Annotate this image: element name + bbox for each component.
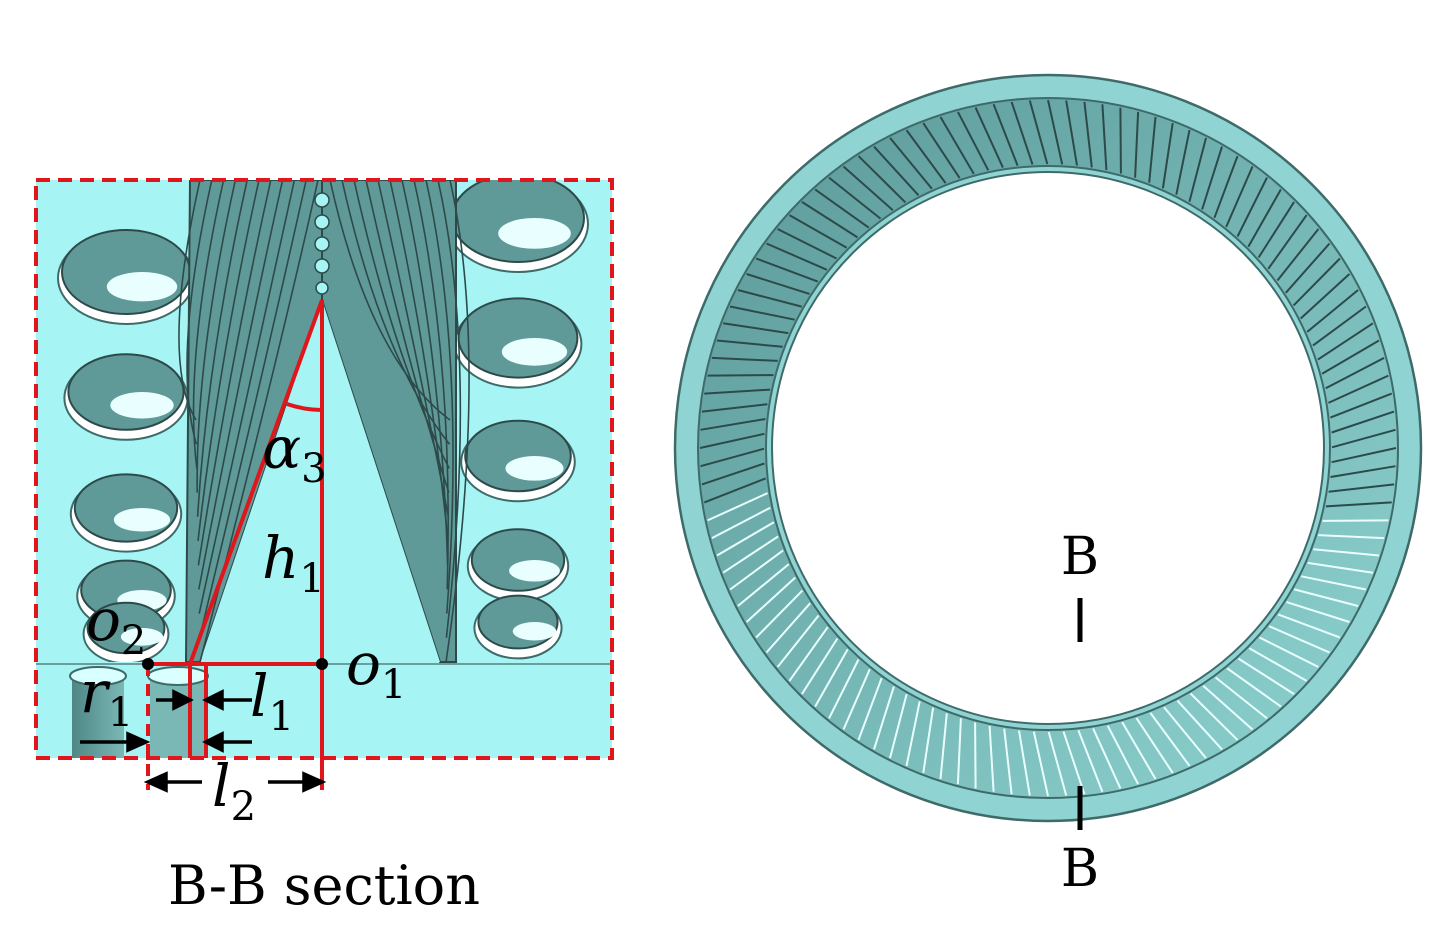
dimension-lines	[148, 299, 324, 790]
angle-arc	[286, 402, 323, 412]
section-view	[36, 180, 612, 758]
hole	[460, 419, 576, 503]
cut-face-left	[200, 300, 322, 662]
ring-view	[673, 73, 1423, 823]
hole	[453, 297, 583, 389]
o2-point	[142, 658, 154, 670]
apex-notches	[314, 192, 330, 295]
cut-mark-bottom: B	[1061, 839, 1099, 899]
bottom-bore	[69, 666, 209, 758]
right-wing	[321, 180, 457, 663]
o1-point	[316, 658, 328, 670]
l2-label: l2	[212, 752, 256, 830]
hole	[57, 229, 195, 325]
ring-bore	[771, 171, 1325, 725]
r1-label: r1	[80, 658, 133, 736]
ring-grooves	[699, 99, 1397, 797]
slant-line	[188, 299, 324, 665]
cut-face-right	[322, 300, 440, 662]
o2-label: o2	[86, 586, 146, 664]
alpha-label: α3	[262, 414, 327, 492]
dimension-arrows	[80, 689, 327, 793]
o1-label: o1	[346, 630, 406, 708]
section-caption: B-B section	[168, 854, 480, 917]
hole	[63, 353, 189, 441]
hole	[447, 180, 589, 273]
cut-mark-top: B	[1061, 527, 1099, 587]
hole	[69, 473, 183, 553]
right-hole-column	[447, 180, 589, 660]
h1-label: h1	[262, 524, 325, 602]
left-hole-column	[57, 229, 195, 665]
hole	[473, 594, 563, 660]
hole	[82, 601, 170, 665]
hole	[466, 528, 570, 602]
grooved-v-body	[178, 180, 470, 663]
l1-label: l1	[250, 662, 294, 740]
